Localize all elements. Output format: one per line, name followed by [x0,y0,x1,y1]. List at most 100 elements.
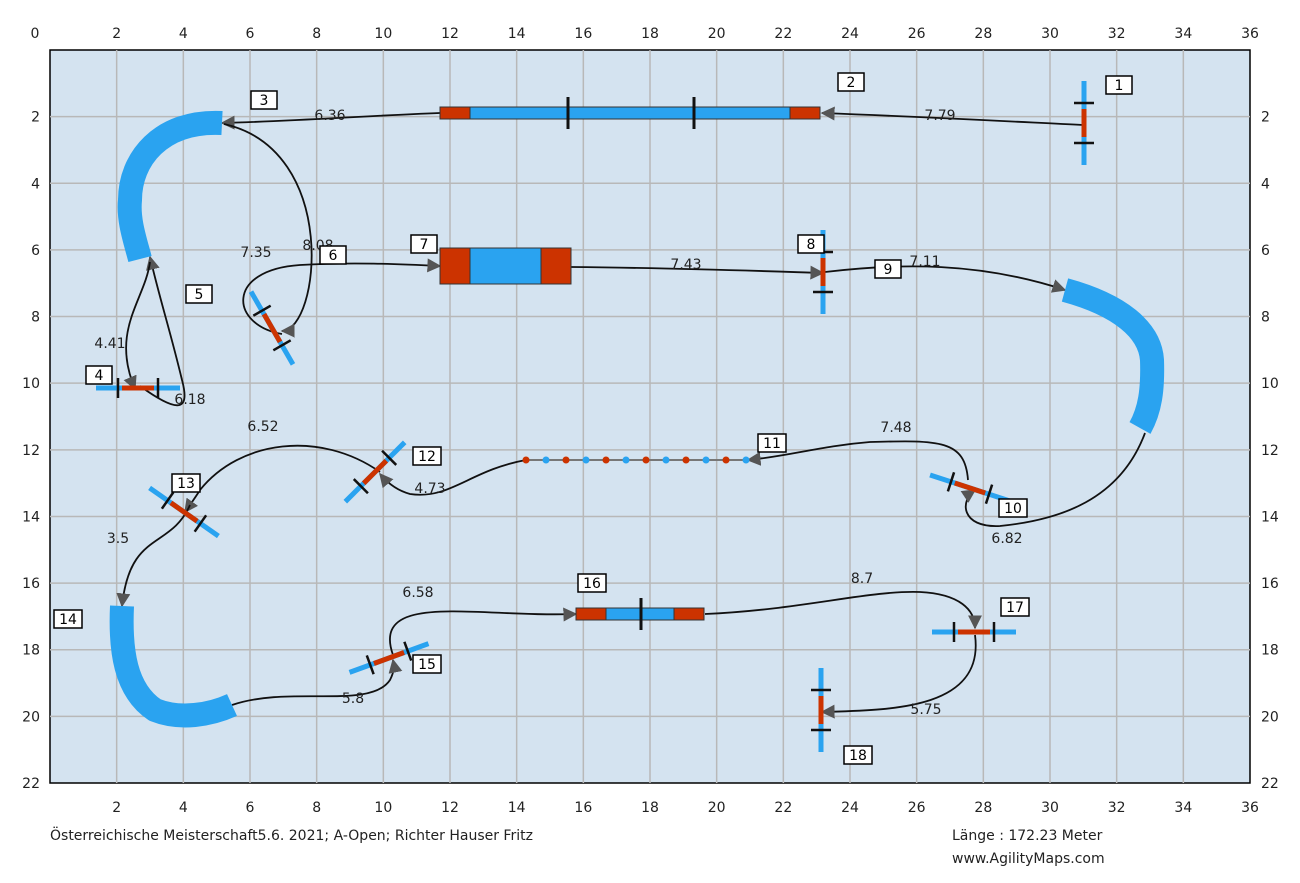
obstacle-jump[interactable] [242,287,301,370]
distance-label: 7.43 [670,257,701,273]
obstacle-number: 9 [884,262,893,278]
obstacle-number: 14 [59,612,77,628]
x-tick-label: 2 [112,800,121,816]
path-5-4 [123,261,151,391]
obstacle-aframe[interactable] [439,247,572,285]
path-4-5 [139,255,186,407]
x-tick-label: 8 [312,800,321,816]
obstacle-jump[interactable] [1074,81,1094,165]
x-tick-label: 20 [708,26,726,42]
x-tick-label: 18 [641,800,659,816]
x-tick-label: 30 [1041,800,1059,816]
y-tick-label: 2 [1261,110,1270,126]
x-tick-label: 34 [1174,26,1192,42]
obstacle-number: 15 [418,657,436,673]
obstacle-seesaw[interactable] [575,598,705,630]
y-tick-label: 14 [1261,509,1279,525]
obstacle-number: 3 [260,93,269,109]
distance-label: 7.48 [880,420,911,436]
y-tick-label: 10 [22,376,40,392]
x-tick-label: 4 [179,26,188,42]
path-2-3 [220,112,441,130]
x-tick-label: 36 [1241,800,1259,816]
y-tick-label: 14 [22,509,40,525]
distance-label: 6.58 [402,585,433,601]
x-tick-label: 26 [908,26,926,42]
x-tick-label: 14 [508,26,526,42]
y-tick-label: 22 [1261,776,1279,792]
x-tick-label: 16 [574,26,592,42]
course-path [116,106,1146,719]
path-16-17 [704,590,982,630]
obstacle-number: 13 [177,476,195,492]
path-17-18 [820,634,977,719]
obstacle-dogwalk[interactable] [439,97,821,129]
x-tick-label: 16 [574,800,592,816]
x-tick-label: 14 [508,800,526,816]
obstacle-tunnel[interactable] [117,110,223,263]
path-9-10 [960,432,1146,527]
distance-label: 3.5 [107,531,129,547]
x-tick-label: 6 [246,26,255,42]
y-tick-label: 10 [1261,376,1279,392]
distance-label: 7.79 [924,108,955,124]
obstacle-tunnel[interactable] [1061,278,1165,434]
path-11-12 [379,459,527,496]
y-tick-label: 16 [1261,576,1279,592]
x-tick-label: 28 [974,26,992,42]
x-tick-label: 32 [1108,26,1126,42]
obstacle-number: 16 [583,576,601,592]
y-tick-label: 20 [1261,709,1279,725]
obstacle-jump[interactable] [346,634,432,682]
x-tick-label: 6 [246,800,255,816]
obstacle-jump[interactable] [811,668,831,752]
x-tick-label: 34 [1174,800,1192,816]
distance-label: 4.73 [414,481,445,497]
distance-label: 6.82 [991,531,1022,547]
obstacle-jump[interactable] [932,622,1016,642]
obstacle-number: 8 [807,237,816,253]
distance-label: 7.35 [240,245,271,261]
obstacle-number: 12 [418,449,436,465]
obstacle-number: 6 [329,248,338,264]
obstacle-jump[interactable] [96,378,180,398]
obstacle-number: 7 [420,237,429,253]
y-tick-label: 18 [1261,643,1279,659]
y-tick-label: 4 [1261,176,1270,192]
x-tick-label: 22 [774,26,792,42]
y-tick-label: 18 [22,643,40,659]
path-8-9 [824,265,1067,293]
x-tick-label: 20 [708,800,726,816]
x-tick-label: 0 [31,26,40,42]
path-10-11 [746,440,969,481]
x-tick-label: 24 [841,26,859,42]
distance-label: 4.41 [94,336,125,352]
obstacle-jump[interactable] [927,466,1013,511]
distance-label: 8.7 [851,571,873,587]
y-tick-label: 20 [22,709,40,725]
x-tick-label: 12 [441,800,459,816]
path-1-2 [820,106,1084,126]
x-tick-label: 18 [641,26,659,42]
obstacle-number-labels: 1 2 3 4 5 6 7 8 9 10 11 12 13 14 15 16 1… [53,72,1133,765]
course-length: Länge : 172.23 Meter [952,828,1103,844]
x-tick-label: 28 [974,800,992,816]
obstacle-tunnel[interactable] [109,605,237,728]
x-tick-label: 22 [774,800,792,816]
path-13-14 [116,504,191,608]
obstacle-number: 10 [1004,501,1022,517]
path-6-7 [242,258,442,335]
x-tick-label: 8 [312,26,321,42]
y-tick-label: 22 [22,776,40,792]
obstacle-jump[interactable] [338,435,412,509]
y-tick-label: 2 [31,110,40,126]
distance-labels: 6.36 7.79 7.35 8.08 7.43 7.11 4.41 6.18 … [94,108,1022,718]
x-tick-label: 30 [1041,26,1059,42]
x-tick-label: 32 [1108,800,1126,816]
obstacle-jump[interactable] [144,480,224,545]
obstacle-weave-poles[interactable] [522,456,750,464]
